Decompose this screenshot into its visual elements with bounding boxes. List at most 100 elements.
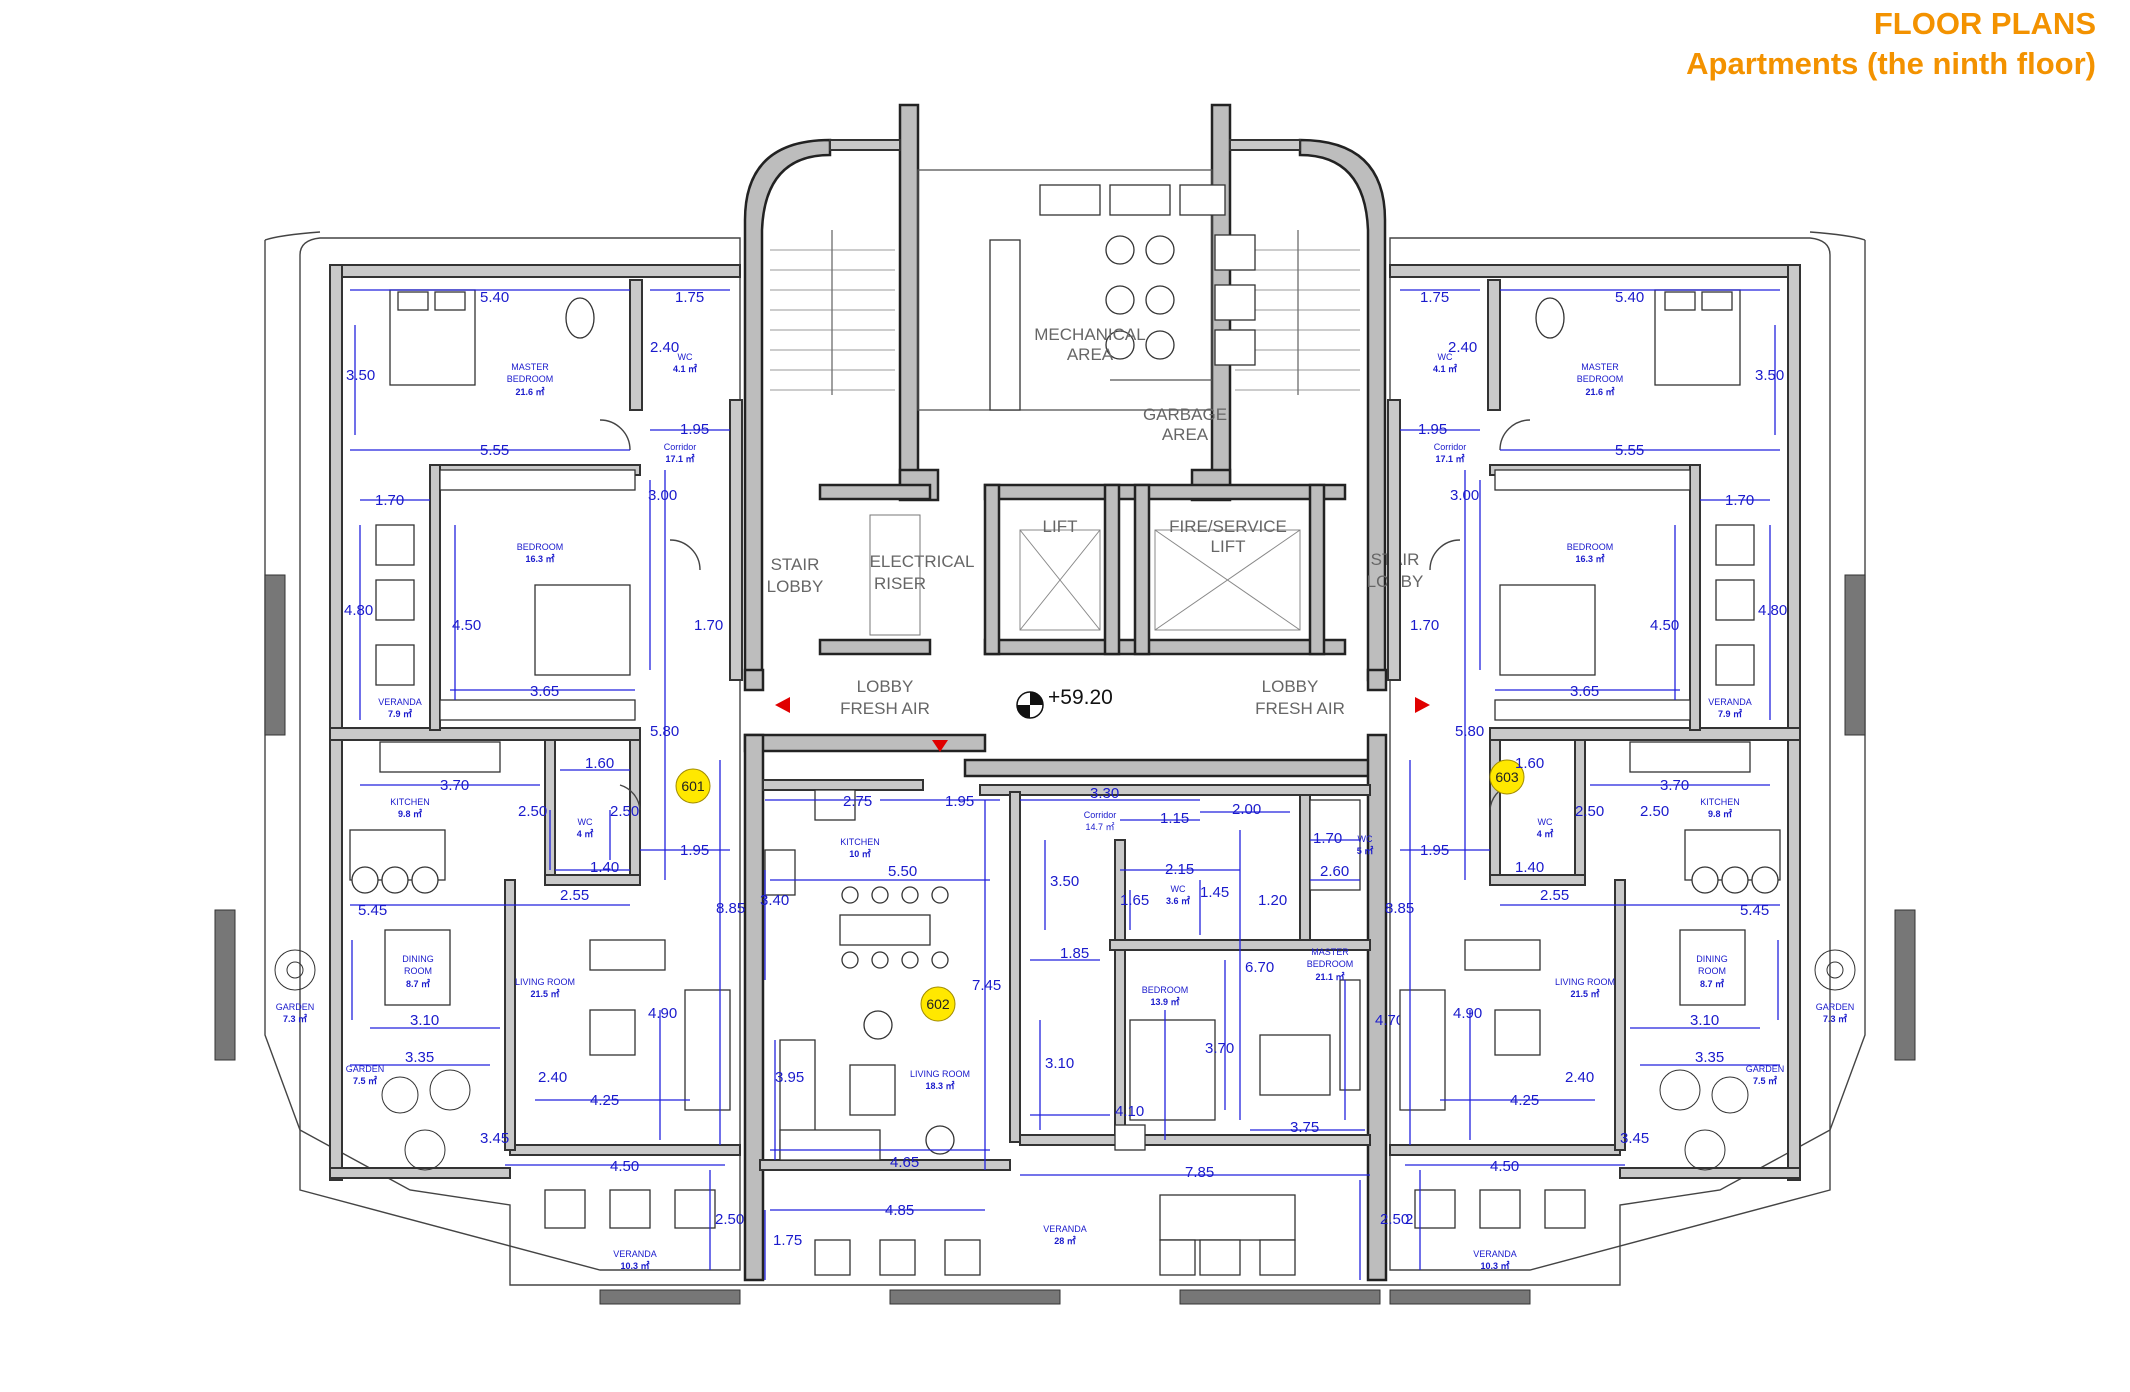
dim-label: 1.70 [1725,492,1754,509]
kitchen-label: KITCHEN [390,797,430,807]
wc2-label: WC [578,817,593,827]
fresh-air-arrow-left [775,697,790,713]
dim-label: 3.10 [410,1012,439,1029]
stair-lobby-left-label-2: LOBBY [767,577,824,596]
apartment-601-tag-label: 601 [681,778,705,794]
dim-label: 2.40 [1565,1069,1594,1086]
master-bedroom-label: MASTER [1581,362,1619,372]
wc-area: 4.1 ㎡ [673,363,697,374]
dim-label: 1.95 [1420,842,1449,859]
dim-label: 2.50 [1575,803,1604,820]
dim-label: 2.50 [715,1211,744,1228]
elevation-marker: +59.20 [1016,686,1113,719]
dim-label: 3.50 [1050,873,1079,890]
master-bedroom-label-2: BEDROOM [1307,959,1354,969]
corridor-label: Corridor [664,442,697,452]
garden1-label: GARDEN [1816,1002,1855,1012]
dim-label: 1.70 [694,617,723,634]
dining-room-area: 8.7 ㎡ [406,978,430,989]
dim-label: 1.40 [1515,859,1544,876]
dim-label: 5.80 [1455,723,1484,740]
dim-label: 1.15 [1160,810,1189,827]
dim-label: 2.60 [1320,863,1349,880]
wc2-area: 5 ㎡ [1357,845,1374,856]
garden2-label: GARDEN [346,1064,385,1074]
dining-room-label-2: ROOM [404,966,432,976]
kitchen-area: 9.8 ㎡ [398,808,422,819]
dim-label: 4.10 [1115,1103,1144,1120]
wc2-label: WC [1358,834,1373,844]
dim-label: 2.40 [650,339,679,356]
veranda-front-label: VERANDA [613,1249,657,1259]
apartment-602-tag-label: 602 [926,996,950,1012]
dim-label: 3.70 [1205,1040,1234,1057]
dim-label: 5.55 [1615,442,1644,459]
garden1-area: 7.3 ㎡ [1823,1013,1847,1024]
dim-label: 1.75 [773,1232,802,1249]
dim-label: 1.60 [585,755,614,772]
dim-label: 1.95 [1418,421,1447,438]
master-bedroom-area: 21.6 ㎡ [515,386,544,397]
dim-label: 2.55 [560,887,589,904]
lobby-fresh-air-right-label: LOBBY [1262,677,1319,696]
fresh-air-arrow-right [1415,697,1430,713]
lobby-fresh-air-left-label: LOBBY [857,677,914,696]
master-bedroom-label: MASTER [1311,947,1349,957]
dim-label: 4.90 [648,1005,677,1022]
dim-label: 4.25 [590,1092,619,1109]
living-room-area: 21.5 ㎡ [1570,988,1599,999]
corridor-area: 17.1 ㎡ [1435,453,1464,464]
apartment-603-tag-label: 603 [1495,769,1519,785]
electrical-riser-label: ELECTRICAL [870,552,975,571]
bedroom-label: BEDROOM [517,542,564,552]
apartment-603: MASTER BEDROOM 21.6 ㎡ WC 4.1 ㎡ Corridor … [1380,264,1916,1305]
dim-label: 4.70 [1375,1012,1404,1029]
dim-label: 2.55 [1540,887,1569,904]
kitchen-label: KITCHEN [840,837,880,847]
bedroom-label: BEDROOM [1567,542,1614,552]
dim-label: 5.45 [1740,902,1769,919]
veranda-side-label: VERANDA [378,697,422,707]
dim-label: 1.85 [1060,945,1089,962]
dim-label: 1.75 [1420,289,1449,306]
fire-service-lift-label: FIRE/SERVICE [1169,517,1287,536]
master-bedroom-label-2: BEDROOM [507,374,554,384]
bedroom-label: BEDROOM [1142,985,1189,995]
living-room-label: LIVING ROOM [515,977,575,987]
dim-label: 3.00 [1450,487,1479,504]
dim-label: 1.70 [1313,830,1342,847]
dim-label: 3.65 [1570,683,1599,700]
dim-label: 1.75 [675,289,704,306]
dim-label: 5.40 [480,289,509,306]
dim-label: 4.65 [890,1154,919,1171]
wc2-area: 4 ㎡ [577,828,594,839]
mechanical-area-label: MECHANICAL [1034,325,1145,344]
veranda-front-label: VERANDA [1473,1249,1517,1259]
dim-label: 2.00 [1232,801,1261,818]
bedroom-area: 16.3 ㎡ [525,553,554,564]
garden-plant-icon [274,949,471,1171]
dim-label: 3.50 [346,367,375,384]
dim-label: 2.50 [1380,1211,1409,1228]
dim-label: 2.75 [843,793,872,810]
garden2-label: GARDEN [1746,1064,1785,1074]
dim-label: 1.95 [680,421,709,438]
dim-label: 3.45 [480,1130,509,1147]
dim-label: 4.85 [885,1202,914,1219]
mechanical-area-label-2: AREA [1067,345,1114,364]
dim-label: 4.50 [610,1158,639,1175]
kitchen-area: 10 ㎡ [849,848,871,859]
dim-label: 2.15 [1165,861,1194,878]
lobby-fresh-air-right-label-2: FRESH AIR [1255,699,1345,718]
apartment-602: KITCHEN 10 ㎡ Corridor 14.7 ㎡ WC 3.6 ㎡ WC… [759,779,1434,1305]
master-bedroom-label: MASTER [511,362,549,372]
fire-service-lift-label-2: LIFT [1211,537,1246,556]
wc-area: 4.1 ㎡ [1433,363,1457,374]
dim-label: 3.65 [530,683,559,700]
corridor-label: Corridor [1084,810,1117,820]
veranda-side-area: 7.9 ㎡ [1718,708,1742,719]
garden1-label: GARDEN [276,1002,315,1012]
veranda-front-area: 10.3 ㎡ [1480,1260,1509,1271]
dining-room-label: DINING [402,954,434,964]
